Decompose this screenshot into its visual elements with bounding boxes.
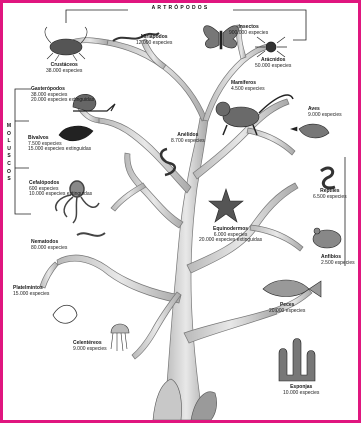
label-peces: Peces 20.000 especies [269, 303, 305, 314]
snake-illustration [321, 168, 335, 188]
starfish-illustration [209, 189, 243, 222]
fish-illustration [263, 280, 321, 297]
artropodos-heading: ARTRÓPODOS [3, 5, 358, 11]
label-equinodermos: Equinodermos 6.000 especies 20.000 espec… [199, 227, 262, 244]
label-anelidos: Anélidos 8.700 especies [171, 133, 205, 144]
label-miriapodos: Miriápodos 12.000 especies [136, 35, 172, 46]
crab-illustration [45, 27, 87, 61]
jellyfish-illustration [111, 324, 129, 351]
sponge-illustration [279, 339, 315, 382]
label-insectos: Insectos 900.000 especies [229, 25, 268, 36]
label-nematodos: Nematodos 80.000 especies [31, 240, 67, 251]
label-aves: Aves 9.000 especies [308, 107, 342, 118]
label-reptiles: Reptiles 6.500 especies [313, 189, 347, 200]
flatworm-illustration [53, 305, 77, 323]
label-celentereos: Celentéreos 9.000 especies [73, 341, 107, 352]
label-platelmintos: Platelmintos 15.000 especies [13, 286, 49, 297]
label-cefalopodos: Cefalópodos 600 especies 10.000 especies… [29, 181, 92, 198]
nematode-illustration [77, 233, 105, 236]
spider-illustration [255, 37, 287, 57]
label-mamiferos: Mamíferos 4.500 especies [231, 81, 265, 92]
artropodos-bracket [66, 10, 306, 40]
frog-illustration [313, 228, 341, 248]
label-crustaceos: Crustáceos 38.000 especies [46, 63, 82, 74]
label-anfibios: Anfibios 2.500 especies [321, 255, 355, 266]
label-esponjas: Esponjas 10.000 especies [283, 385, 319, 396]
bird-illustration [291, 124, 329, 138]
label-aracnidos: Arácnidos 50.000 especies [255, 58, 291, 69]
label-gasteropodos: Gasterópodos 38.000 especies 20.000 espe… [31, 87, 94, 104]
tree-branches [40, 25, 312, 420]
moluscos-heading: MOLUSCOS [6, 123, 12, 184]
label-bivalvos: Bivalvos 7.500 especies 15.000 especies … [28, 136, 91, 153]
